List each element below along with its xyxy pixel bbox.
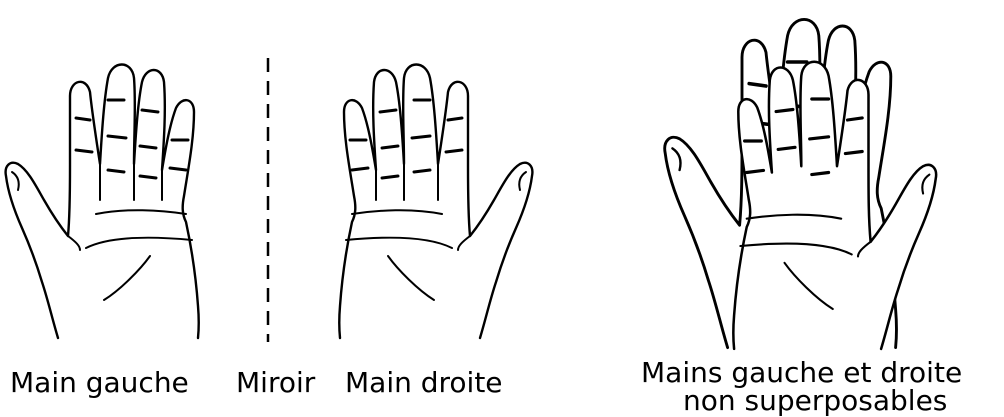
- right-hand-label: Main droite: [345, 368, 503, 398]
- left-hand-drawing: [6, 65, 199, 339]
- right-hand-drawing: [339, 65, 532, 339]
- left-hand-label: Main gauche: [10, 368, 189, 398]
- mirror-label: Miroir: [236, 368, 315, 398]
- combined-label-line2: non superposables: [683, 386, 947, 416]
